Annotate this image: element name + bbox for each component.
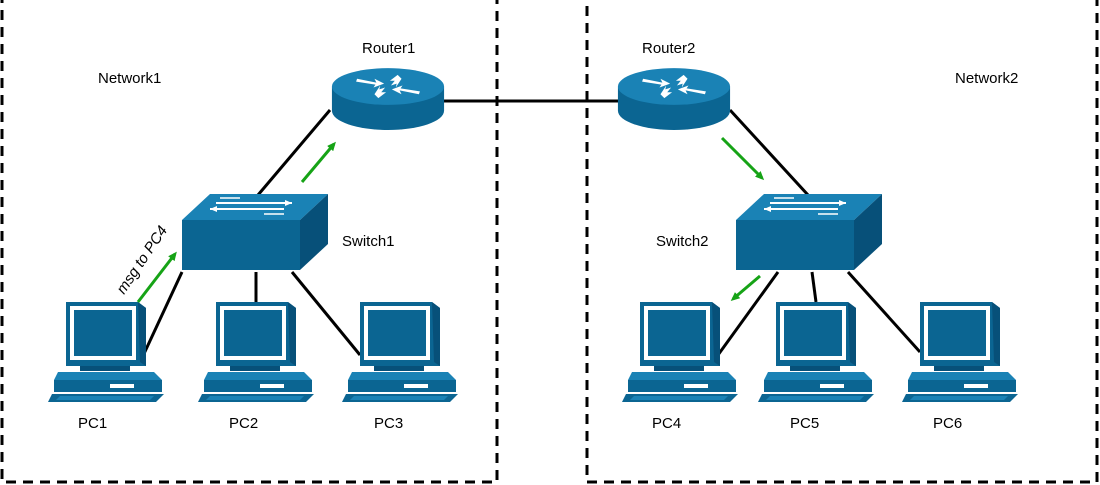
flow-arrow-icon — [300, 141, 336, 183]
network2-boundary — [585, 0, 1099, 484]
network1-label: Network1 — [98, 70, 161, 87]
network1-boundary — [0, 0, 499, 484]
pc3-label: PC3 — [374, 415, 403, 432]
flow-arrows — [136, 136, 765, 303]
pc1-label: PC1 — [78, 415, 107, 432]
router1-icon — [331, 68, 445, 130]
pc5-icon — [758, 302, 874, 402]
switch1-label: Switch1 — [342, 233, 395, 250]
link-switch2-pc4 — [716, 271, 780, 356]
link-switch2-pc6 — [846, 270, 922, 354]
switch2-icon — [735, 193, 883, 271]
pc5-label: PC5 — [790, 415, 819, 432]
router2-label: Router2 — [642, 40, 695, 57]
link-switch1-pc1 — [140, 271, 184, 359]
message-label: msg to PC4 — [113, 223, 171, 297]
pc2-label: PC2 — [229, 415, 258, 432]
flow-arrow-icon — [730, 274, 761, 301]
flow-arrow-icon — [720, 136, 765, 181]
link-router1-switch1 — [256, 109, 332, 196]
link-router2-switch2 — [728, 108, 810, 197]
pc1-icon — [48, 302, 164, 402]
switch1-icon — [181, 193, 329, 271]
switch2-label: Switch2 — [656, 233, 709, 250]
router1-label: Router1 — [362, 40, 415, 57]
pc2-icon — [198, 302, 314, 402]
network2-label: Network2 — [955, 70, 1018, 87]
flow-arrow-icon — [136, 251, 177, 303]
link-switch1-pc3 — [290, 271, 362, 356]
pc6-label: PC6 — [933, 415, 962, 432]
pc4-label: PC4 — [652, 415, 681, 432]
links — [140, 99, 922, 359]
link-switch2-pc5 — [810, 271, 818, 303]
router2-icon — [617, 68, 731, 130]
